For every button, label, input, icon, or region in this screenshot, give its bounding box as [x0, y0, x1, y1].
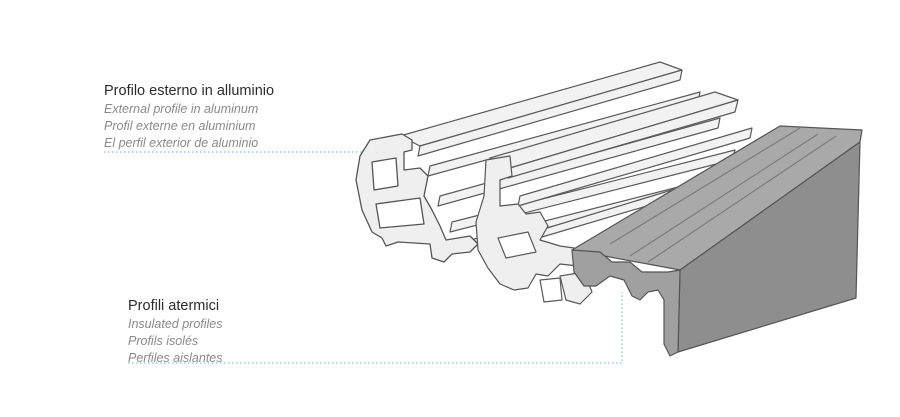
callout-insulated-es: Perfiles aislantes — [128, 351, 223, 365]
callout-aluminum-profile: Profilo esterno in alluminio External pr… — [104, 82, 274, 152]
callout-aluminum-title: Profilo esterno in alluminio — [104, 83, 275, 99]
leader-line-insulated — [128, 292, 623, 364]
aluminum-profile-section — [355, 133, 479, 263]
callout-insulated-fr: Profils isolés — [128, 334, 199, 348]
callout-aluminum-fr: Profil externe en aluminium — [104, 119, 256, 133]
callout-aluminum-en: External profile in aluminum — [104, 102, 259, 116]
callout-aluminum-es: El perfil exterior de aluminio — [104, 136, 259, 150]
callout-insulated-en: Insulated profiles — [128, 317, 223, 331]
insulated-profile-block — [571, 125, 863, 357]
callout-insulated-title: Profili atermici — [128, 298, 220, 314]
callout-insulated-profiles: Profili atermici Insulated profiles Prof… — [128, 297, 223, 367]
